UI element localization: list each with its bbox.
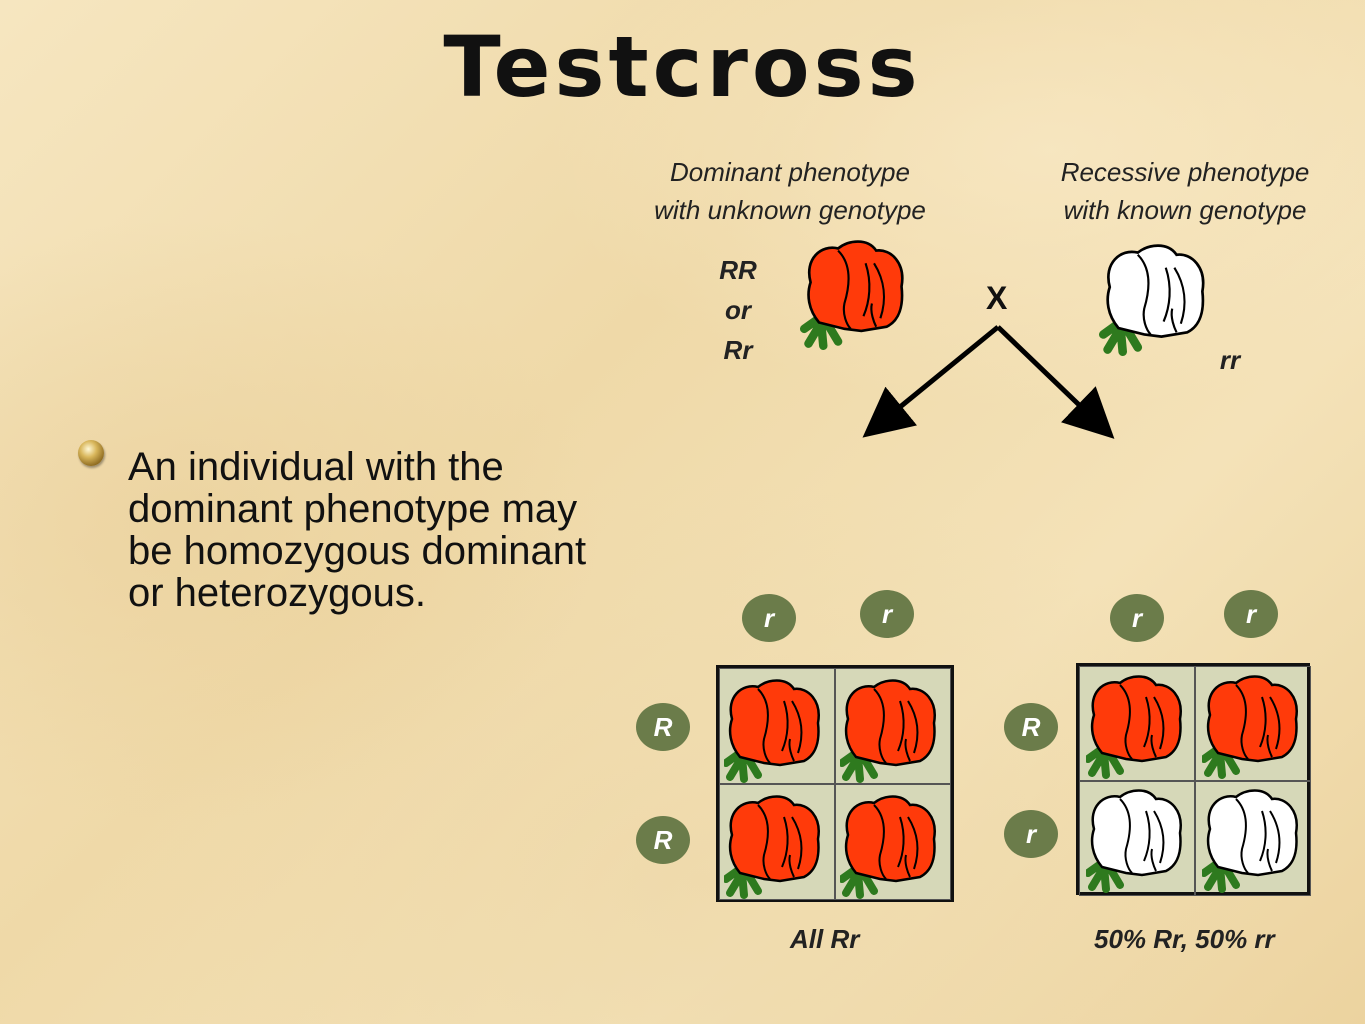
allele-circle: r (1110, 594, 1164, 642)
genotype-RR: RR (719, 255, 757, 285)
red-flower-icon (840, 795, 940, 899)
allele-circle: r (860, 590, 914, 638)
result-caption-2: 50% Rr, 50% rr (1094, 924, 1275, 954)
arrow-left (862, 325, 1000, 438)
dominant-genotype: RR or Rr (706, 250, 770, 370)
punnett-square-1 (716, 665, 954, 902)
recessive-label-line2: with known genotype (1063, 195, 1307, 225)
genotype-Rr: Rr (723, 335, 753, 365)
punnett-cell (1079, 666, 1195, 782)
genotype-or: or (725, 295, 751, 325)
arrow-right (996, 325, 1115, 439)
punnett-cell (835, 668, 951, 784)
dominant-phenotype-label: Dominant phenotype with unknown genotype (610, 153, 970, 229)
cross-symbol: X (986, 280, 1008, 316)
red-flower-icon (1202, 675, 1302, 779)
recessive-genotype: rr (1219, 345, 1241, 375)
allele-circle: r (742, 594, 796, 642)
dominant-label-line2: with unknown genotype (654, 195, 926, 225)
punnett-square-2 (1076, 663, 1311, 896)
result-caption-1: All Rr (790, 924, 860, 954)
allele-circle: r (1224, 590, 1278, 638)
punnett-cell (719, 784, 835, 900)
recessive-phenotype-label: Recessive phenotype with known genotype (1010, 153, 1360, 229)
slide-title: Testcross (443, 18, 922, 116)
cross-arrows (862, 325, 1115, 439)
bullet-text: An individual with the dominant phenotyp… (128, 445, 587, 615)
white-flower-icon (1086, 789, 1186, 893)
allele-circle: R (1004, 703, 1058, 751)
red-flower-icon (840, 679, 940, 783)
recessive-label-line1: Recessive phenotype (1060, 157, 1310, 187)
red-flower-icon (724, 795, 824, 899)
bullet-icon (78, 440, 104, 466)
dominant-label-line1: Dominant phenotype (670, 157, 910, 187)
punnett-cell (1195, 666, 1311, 782)
punnett-cell (1195, 780, 1311, 896)
punnett-cell (719, 668, 835, 784)
allele-circle: R (636, 816, 690, 864)
allele-circle: r (1004, 810, 1058, 858)
red-flower-icon (724, 679, 824, 783)
red-flower-icon (1086, 675, 1186, 779)
allele-circle: R (636, 703, 690, 751)
punnett-cell (835, 784, 951, 900)
punnett-cell (1079, 780, 1195, 896)
white-flower-icon (1202, 789, 1302, 893)
